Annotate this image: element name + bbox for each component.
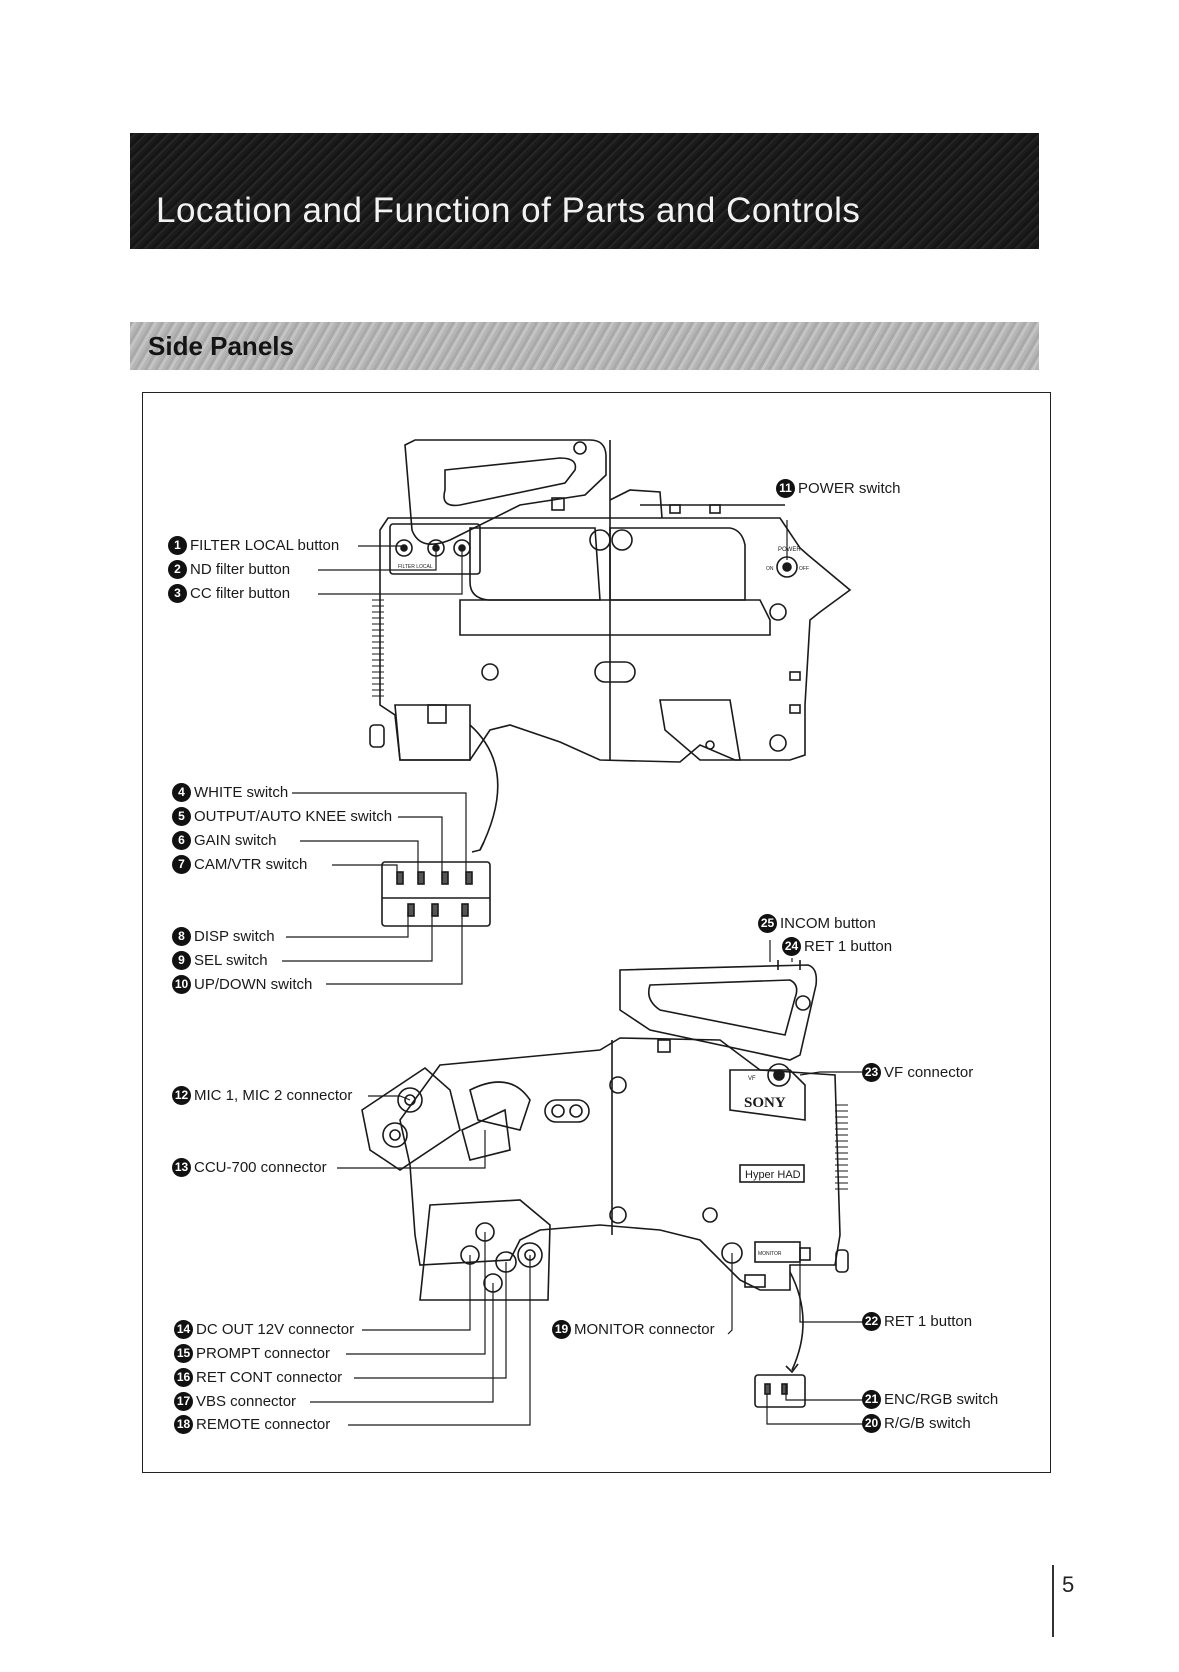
callout-number: 24 [782, 937, 801, 956]
callout-disp-switch: 8 DISP switch [172, 927, 275, 946]
power-on-label: ON [766, 566, 774, 572]
power-panel-label: POWER [778, 547, 801, 553]
callout-number: 21 [862, 1390, 881, 1409]
callout-remote-connector: 18 REMOTE connector [174, 1415, 330, 1434]
callout-label: R/G/B switch [884, 1415, 971, 1432]
leader-lines-bottom [310, 940, 870, 1426]
callout-number: 1 [168, 536, 187, 555]
callout-label: VBS connector [196, 1393, 297, 1410]
callout-number: 3 [168, 584, 187, 603]
callout-number: 15 [174, 1344, 193, 1363]
callout-label: ENC/RGB switch [884, 1391, 999, 1408]
callout-label: OUTPUT/AUTO KNEE switch [194, 808, 393, 825]
callout-number: 22 [862, 1312, 881, 1331]
callout-rgb-switch: 20 R/G/B switch [862, 1414, 971, 1433]
camera-top-body: FILTER LOCAL POWER ON OFF [369, 439, 852, 763]
brand-logo: SONY [744, 1095, 786, 1111]
callout-ret1-button-bottom: 22 RET 1 button [862, 1312, 972, 1331]
callout-label: WHITE switch [194, 784, 289, 801]
callout-number: 16 [174, 1368, 193, 1387]
page-number: 5 [1062, 1572, 1075, 1597]
callout-number: 7 [172, 855, 191, 874]
callout-label: DISP switch [194, 928, 275, 945]
callout-cc-filter-button: 3 CC filter button [168, 584, 290, 603]
callout-label: GAIN switch [194, 832, 277, 849]
callout-filter-local-button: 1 FILTER LOCAL button [168, 536, 339, 555]
callout-prompt-connector: 15 PROMPT connector [174, 1344, 330, 1363]
filter-panel-label: FILTER LOCAL [398, 564, 433, 570]
section-title: Side Panels [148, 331, 294, 361]
callout-number: 11 [776, 479, 795, 498]
callout-label: POWER switch [798, 480, 901, 497]
enc-rgb-inset [754, 1271, 806, 1408]
callout-label: VF connector [884, 1064, 974, 1081]
camera-bottom-body: VF SONY Hyper HAD MONITOR [361, 960, 849, 1301]
callout-label: RET CONT connector [196, 1369, 343, 1386]
callout-cam-vtr-switch: 7 CAM/VTR switch [172, 855, 307, 874]
callout-vf-connector: 23 VF connector [862, 1063, 973, 1082]
callout-number: 12 [172, 1086, 191, 1105]
callout-nd-filter-button: 2 ND filter button [168, 560, 290, 579]
callout-monitor-connector: 19 MONITOR connector [552, 1320, 715, 1339]
callout-mic-connector: 12 MIC 1, MIC 2 connector [172, 1086, 352, 1105]
callout-label: DC OUT 12V connector [196, 1321, 355, 1338]
callout-label: RET 1 button [884, 1313, 973, 1330]
monitor-panel-label: MONITOR [758, 1251, 782, 1257]
callout-number: 10 [172, 975, 191, 994]
callout-label: PROMPT connector [196, 1345, 330, 1362]
callout-number: 18 [174, 1415, 193, 1434]
page-title: Location and Function of Parts and Contr… [156, 191, 861, 230]
callout-number: 17 [174, 1392, 193, 1411]
power-off-label: OFF [799, 566, 809, 572]
callout-label: SEL switch [194, 952, 268, 969]
callout-number: 6 [172, 831, 191, 850]
callout-number: 5 [172, 807, 191, 826]
callout-number: 19 [552, 1320, 571, 1339]
callout-number: 4 [172, 783, 191, 802]
switch-panel-inset [381, 724, 499, 927]
callout-label: RET 1 button [804, 938, 893, 955]
callout-up-down-switch: 10 UP/DOWN switch [172, 975, 312, 994]
callout-power-switch: 11 POWER switch [776, 479, 901, 498]
callout-white-switch: 4 WHITE switch [172, 783, 288, 802]
callout-ret-cont-connector: 16 RET CONT connector [174, 1368, 342, 1387]
callout-number: 2 [168, 560, 187, 579]
callout-label: UP/DOWN switch [194, 976, 313, 993]
leader-lines-top [282, 520, 788, 985]
callout-incom-button: 25 INCOM button [758, 914, 876, 933]
callout-label: REMOTE connector [196, 1416, 331, 1433]
callout-number: 23 [862, 1063, 881, 1082]
hyper-had-badge: Hyper HAD [745, 1169, 801, 1181]
vf-label: VF [748, 1076, 756, 1082]
callout-number: 13 [172, 1158, 191, 1177]
callout-enc-rgb-switch: 21 ENC/RGB switch [862, 1390, 998, 1409]
page-number-rule [1052, 1565, 1054, 1637]
callout-label: ND filter button [190, 561, 291, 578]
title-banner: Location and Function of Parts and Contr… [130, 133, 1039, 249]
illustration-frame [142, 392, 1051, 1473]
callout-gain-switch: 6 GAIN switch [172, 831, 277, 850]
callout-label: MIC 1, MIC 2 connector [194, 1087, 353, 1104]
callout-number: 20 [862, 1414, 881, 1433]
callout-number: 14 [174, 1320, 193, 1339]
callout-label: CAM/VTR switch [194, 856, 308, 873]
callout-vbs-connector: 17 VBS connector [174, 1392, 296, 1411]
callout-label: CCU-700 connector [194, 1159, 327, 1176]
callout-label: INCOM button [780, 915, 876, 932]
callout-label: FILTER LOCAL button [190, 537, 340, 554]
callout-ccu-700-connector: 13 CCU-700 connector [172, 1158, 327, 1177]
callout-number: 9 [172, 951, 191, 970]
callout-output-auto-knee-switch: 5 OUTPUT/AUTO KNEE switch [172, 807, 392, 826]
callout-sel-switch: 9 SEL switch [172, 951, 268, 970]
callout-label: MONITOR connector [574, 1321, 715, 1338]
callout-label: CC filter button [190, 585, 291, 602]
callout-dc-out-connector: 14 DC OUT 12V connector [174, 1320, 354, 1339]
callout-number: 25 [758, 914, 777, 933]
section-header: Side Panels [130, 322, 1039, 370]
callout-ret1-button-top: 24 RET 1 button [782, 937, 892, 956]
callout-number: 8 [172, 927, 191, 946]
